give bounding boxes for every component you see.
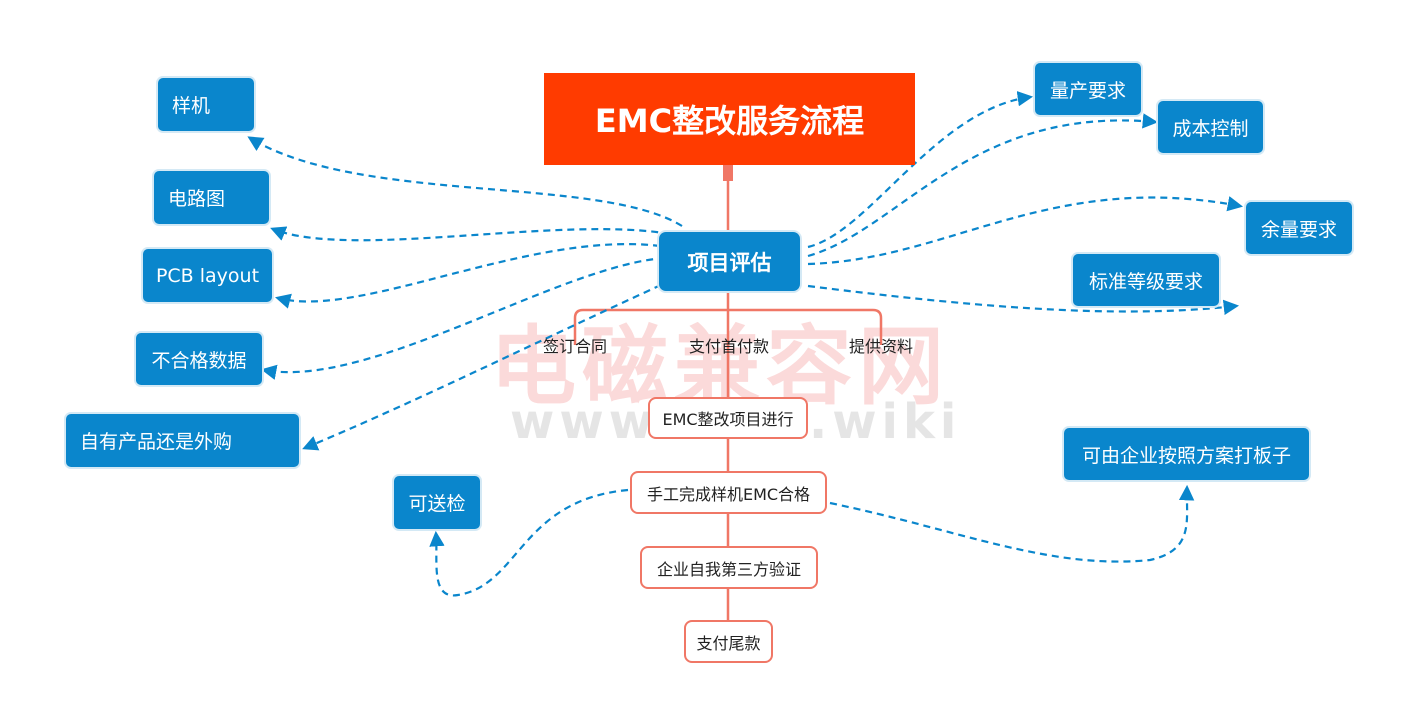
input-node-schematic: 电路图	[154, 171, 269, 224]
arrow-to-standard-level	[807, 284, 1240, 316]
arrow-to-cost-control	[807, 113, 1159, 258]
title-stem	[723, 163, 733, 181]
output-node-mass-production: 量产要求	[1035, 63, 1141, 115]
arrow-to-pcb-by-plan	[829, 484, 1195, 563]
input-node-pcb-layout: PCB layout	[143, 249, 272, 302]
arrow-to-sample	[247, 136, 683, 227]
step-project-in-progress: EMC整改项目进行	[648, 397, 808, 439]
result-node-pcb-by-plan: 可由企业按照方案打板子	[1064, 428, 1309, 480]
result-node-can-submit: 可送检	[394, 476, 480, 529]
arrow-to-pcb-layout	[275, 243, 661, 309]
arrow-to-failed-data	[260, 256, 666, 380]
step-final-payment: 支付尾款	[684, 620, 773, 663]
step-third-party-verification: 企业自我第三方验证	[640, 546, 818, 589]
arrow-to-mass-production	[807, 91, 1034, 249]
output-node-cost-control: 成本控制	[1158, 101, 1263, 153]
center-node-project-evaluation: 项目评估	[659, 232, 800, 291]
output-node-standard-level: 标准等级要求	[1073, 254, 1219, 306]
arrow-to-own-or-purchased	[302, 278, 673, 451]
input-node-failed-data: 不合格数据	[136, 333, 262, 385]
branch-item-down-payment: 支付首付款	[688, 337, 769, 356]
arrow-to-schematic	[270, 226, 671, 242]
input-node-sample: 样机	[158, 78, 254, 131]
arrow-to-can-submit	[429, 488, 629, 597]
arrow-to-margin	[807, 196, 1244, 266]
branch-item-provide-materials: 提供资料	[848, 337, 913, 356]
output-node-margin: 余量要求	[1246, 202, 1352, 254]
branch-item-contract: 签订合同	[542, 337, 607, 356]
diagram-title: EMC整改服务流程	[544, 73, 915, 165]
input-node-own-or-purchased: 自有产品还是外购	[66, 414, 299, 467]
step-sample-emc-pass: 手工完成样机EMC合格	[630, 471, 827, 514]
